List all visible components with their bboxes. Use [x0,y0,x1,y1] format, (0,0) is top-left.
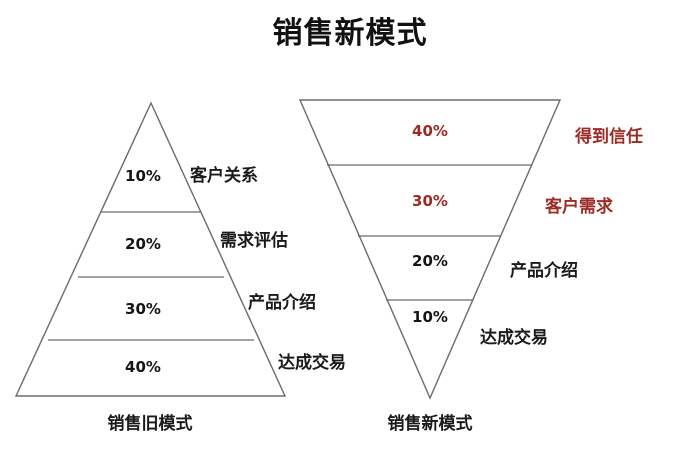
new-model-percent-2: 30% [412,192,448,210]
new-model-percent-3: 20% [412,252,448,270]
old-model-percent-4: 40% [125,358,161,376]
old-model-percent-2: 20% [125,235,161,253]
old-model-outline [14,101,287,397]
old-model-label-3: 产品介绍 [248,293,316,312]
new-model-funnel-shape [298,99,562,400]
new-model-percent-4: 10% [412,308,448,326]
old-model-label-1: 客户关系 [190,166,258,185]
new-model-label-4: 达成交易 [480,328,548,347]
new-model-caption: 销售新模式 [387,414,473,433]
old-model-pyramid-shape [14,101,287,397]
new-model-outline [298,99,562,400]
page-title: 销售新模式 [272,16,428,51]
old-model-caption: 销售旧模式 [107,414,193,433]
new-model-label-3: 产品介绍 [510,261,578,280]
old-model-percent-1: 10% [125,167,161,185]
old-model-percent-3: 30% [125,300,161,318]
old-model-label-2: 需求评估 [220,231,288,250]
new-model-percent-1: 40% [412,122,448,140]
new-model-label-2: 客户需求 [545,197,613,216]
old-model-label-4: 达成交易 [278,353,346,372]
new-model-label-1: 得到信任 [575,127,643,146]
